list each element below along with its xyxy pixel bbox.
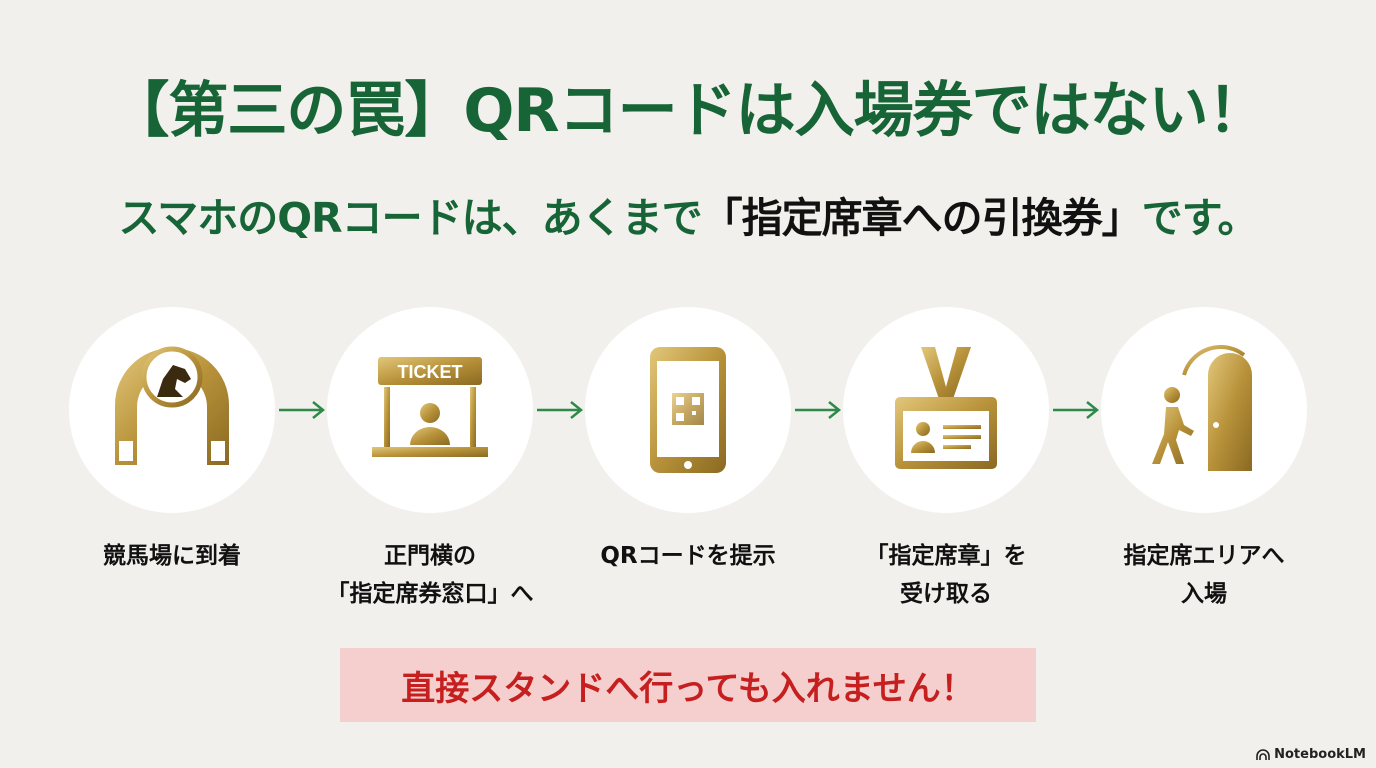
- step-circle: [843, 307, 1049, 513]
- step-circle: TICKET: [327, 307, 533, 513]
- step-receive-badge: 「指定席章」を 受け取る: [843, 307, 1049, 607]
- brand-watermark: NotebookLM: [1256, 747, 1366, 762]
- step-ticket-window: TICKET 正門横の 「指定席券窓口」へ: [327, 307, 534, 607]
- slide-title: 【第三の罠】QRコードは入場券ではない！: [109, 76, 1267, 146]
- slide-subtitle: スマホのQRコードは、あくまで「指定席章への引換券」です。: [0, 184, 1376, 244]
- arrow-icon: [279, 401, 326, 419]
- smartphone-qr-icon: [650, 347, 726, 473]
- step-show-qr: QRコードを提示: [585, 307, 791, 569]
- step-label: QRコードを提示: [600, 543, 776, 569]
- warning-banner: 直接スタンドへ行っても入れません！: [340, 648, 1036, 722]
- subtitle-prefix: スマホのQRコードは、あくまで: [118, 194, 702, 242]
- notebooklm-logo-icon: [1256, 748, 1270, 760]
- step-label: 正門横の 「指定席券窓口」へ: [326, 543, 534, 607]
- step-arrive: 競馬場に到着: [69, 307, 275, 569]
- step-circle: [69, 307, 275, 513]
- step-circle: [585, 307, 791, 513]
- arrow-icon: [1053, 401, 1100, 419]
- step-circle: [1101, 307, 1307, 513]
- step-enter: 指定席エリアへ 入場: [1101, 307, 1307, 607]
- ticket-booth-icon: TICKET: [372, 357, 488, 457]
- brand-name: NotebookLM: [1274, 747, 1366, 762]
- badge-icon: [895, 347, 997, 469]
- step-label: 競馬場に到着: [103, 543, 241, 569]
- step-label: 指定席エリアへ 入場: [1123, 543, 1285, 607]
- step-label: 「指定席章」を 受け取る: [865, 543, 1027, 607]
- horse-gate-icon: [115, 346, 229, 465]
- arrow-icon: [795, 401, 842, 419]
- subtitle-emphasis: 「指定席章への引換券」: [701, 194, 1143, 242]
- enter-door-icon: [1152, 345, 1252, 471]
- ticket-sign: TICKET: [398, 362, 463, 382]
- subtitle-suffix: です。: [1141, 194, 1259, 242]
- arrow-icon: [537, 401, 584, 419]
